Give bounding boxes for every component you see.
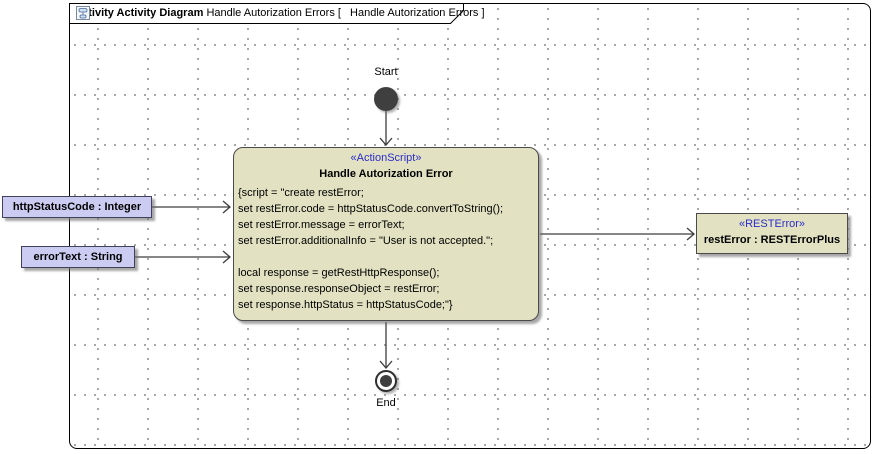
activity-final-node[interactable] [375, 370, 397, 392]
initial-node[interactable] [374, 87, 398, 111]
object-stereotype: «RESTError» [738, 218, 806, 230]
param-node-httpstatuscode[interactable]: httpStatusCode : Integer [2, 196, 152, 218]
bracket-close: ] [481, 7, 485, 19]
start-label: Start [374, 66, 398, 78]
activity-final-inner-dot [380, 375, 392, 387]
end-label: End [376, 397, 396, 409]
action-node-handle-autorization-error[interactable]: «ActionScript» Handle Autorization Error… [233, 147, 539, 321]
diagram-name: Handle Autorization Errors [206, 7, 335, 19]
frame-title: activity Activity Diagram Handle Autoriz… [76, 6, 485, 21]
object-label: restError : RESTErrorPlus [703, 234, 841, 246]
action-stereotype: «ActionScript» [350, 152, 422, 164]
action-title: Handle Autorization Error [319, 168, 453, 180]
frame-tab-shape [69, 3, 464, 24]
action-script-text: {script = "create restError; set restErr… [238, 187, 504, 311]
tab-reference: Handle Autorization Errors [350, 7, 479, 19]
diagram-kind-label: activity Activity Diagram [76, 7, 204, 19]
object-node-resterror[interactable]: «RESTError» restError : RESTErrorPlus [696, 213, 848, 254]
bracket-open: [ [337, 7, 341, 19]
frame-title-tab[interactable]: activity Activity Diagram Handle Autoriz… [69, 3, 485, 24]
param-label: httpStatusCode : Integer [12, 201, 142, 213]
param-label: errorText : String [33, 251, 123, 263]
param-node-errortext[interactable]: errorText : String [21, 246, 135, 268]
